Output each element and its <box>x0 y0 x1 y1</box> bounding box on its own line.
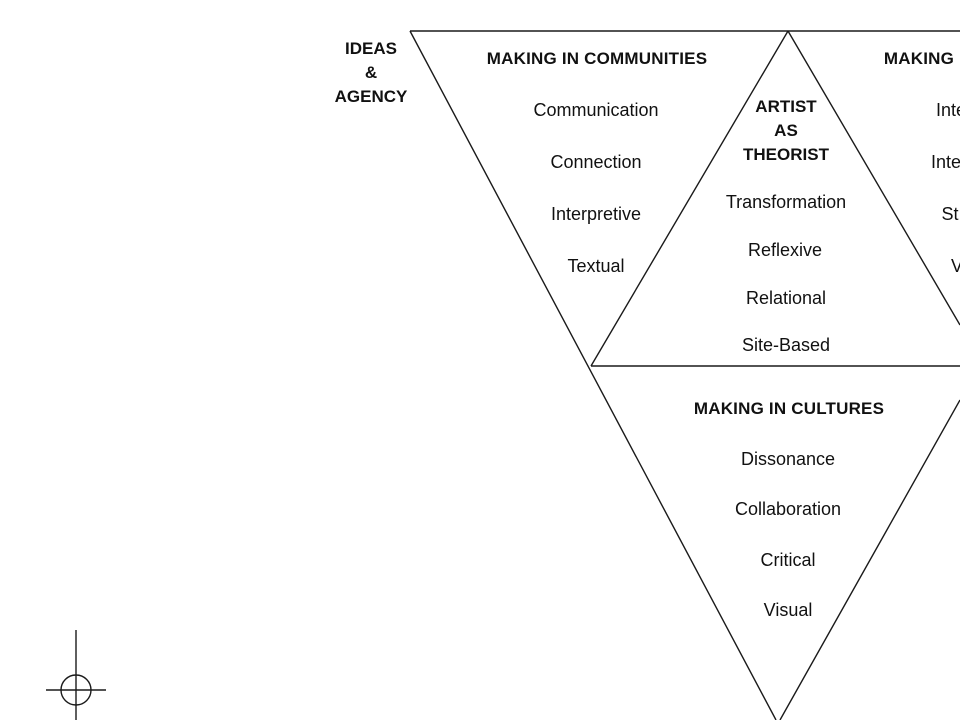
artist-theorist-heading: ARTIST AS THEORIST <box>743 95 829 167</box>
corner-line-2: & <box>364 63 378 82</box>
center-left-edge <box>590 30 789 367</box>
center-right-edge <box>787 30 960 326</box>
theorist-item: Relational <box>745 288 827 308</box>
cultures-item: Dissonance <box>740 449 836 469</box>
communities-item: Communication <box>533 100 659 120</box>
right-item: St <box>941 204 959 224</box>
ideas-agency-label: IDEAS & AGENCY <box>335 37 408 109</box>
theorist-item: Reflexive <box>747 240 823 260</box>
right-diagonal <box>779 399 960 720</box>
cultures-item: Visual <box>763 600 813 620</box>
corner-line-3: AGENCY <box>334 87 408 106</box>
artist-heading-line-1: ARTIST <box>755 97 817 116</box>
left-diagonal <box>409 30 777 720</box>
registration-crosshair-icon <box>46 630 106 720</box>
cultures-heading: MAKING IN CULTURES <box>693 399 885 418</box>
communities-item: Connection <box>550 152 642 172</box>
cultures-item: Critical <box>760 550 816 570</box>
right-heading: MAKING <box>883 49 955 68</box>
corner-line-1: IDEAS <box>345 39 397 58</box>
communities-item: Textual <box>567 256 625 276</box>
right-item: Inte <box>935 100 960 120</box>
cultures-item: Collaboration <box>734 499 842 519</box>
artist-heading-line-3: THEORIST <box>743 145 829 164</box>
theorist-item: Transformation <box>725 192 847 212</box>
communities-item: Interpretive <box>550 204 642 224</box>
artist-heading-line-2: AS <box>774 121 798 140</box>
right-item: V <box>950 256 960 276</box>
theorist-item: Site-Based <box>741 335 831 355</box>
right-item: Inte <box>930 152 960 172</box>
communities-heading: MAKING IN COMMUNITIES <box>486 49 708 68</box>
